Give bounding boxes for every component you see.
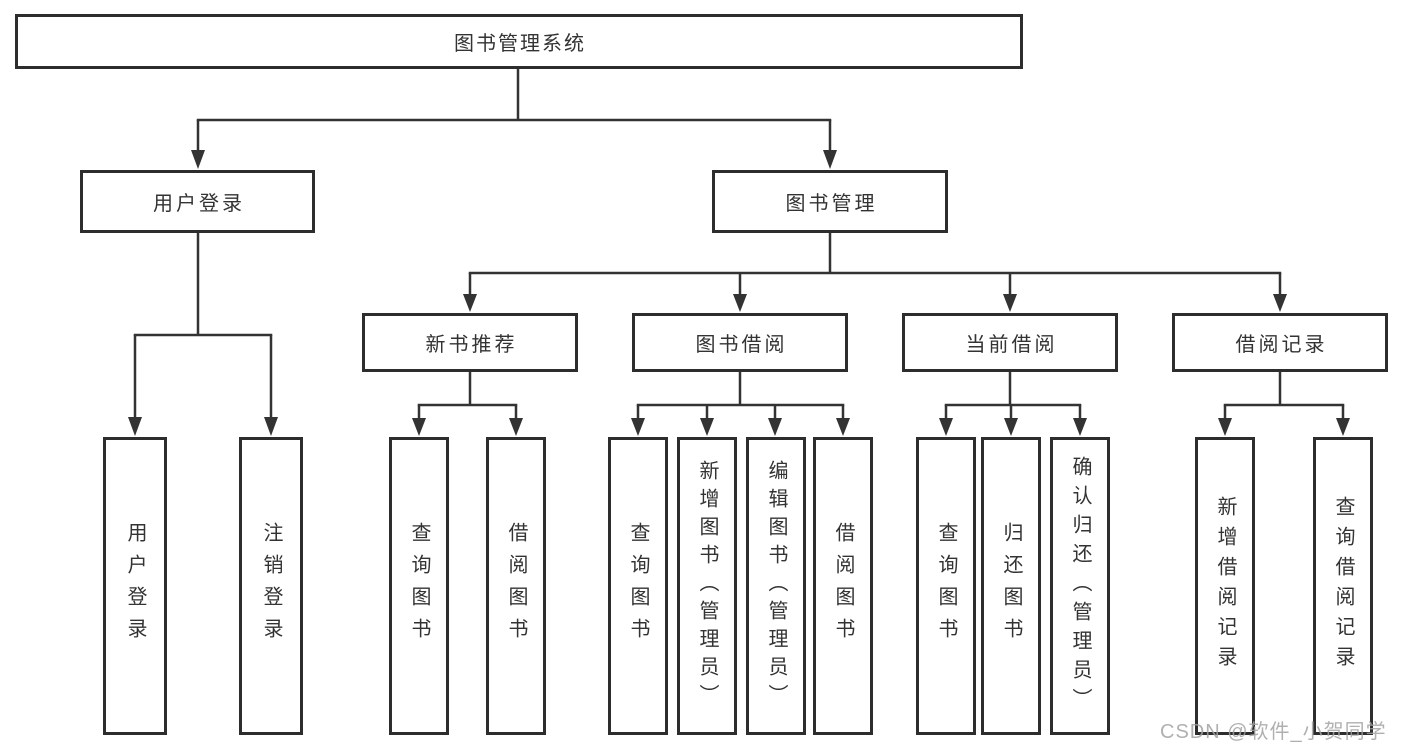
connector-book-mgmt-children <box>463 232 1287 312</box>
node-book-borrow-group-label: 图书借阅 <box>695 334 788 356</box>
node-root-label: 图书管理系统 <box>454 33 586 55</box>
leaf-record-query: 查询借阅记录 <box>1313 437 1373 735</box>
leaf-record-query-label: 查询借阅记录 <box>1332 496 1354 676</box>
node-book-mgmt-branch: 图书管理 <box>712 170 948 233</box>
node-book-borrow-group: 图书借阅 <box>632 313 848 372</box>
node-new-book-group: 新书推荐 <box>362 313 578 372</box>
csdn-watermark: CSDN @软件_小贺同学 <box>1160 721 1387 743</box>
leaf-newbook-borrow: 借阅图书 <box>486 437 546 735</box>
connector-root-to-branches <box>191 69 837 169</box>
leaf-borrow-query-label: 查询图书 <box>627 522 649 650</box>
node-current-borrow-group-label: 当前借阅 <box>965 334 1058 356</box>
leaf-user-login-label: 用户登录 <box>124 522 146 650</box>
node-new-book-group-label: 新书推荐 <box>425 334 518 356</box>
node-borrow-record-group: 借阅记录 <box>1172 313 1388 372</box>
node-user-login-branch: 用户登录 <box>80 170 315 233</box>
leaf-record-add: 新增借阅记录 <box>1195 437 1255 735</box>
leaf-logout: 注销登录 <box>239 437 303 735</box>
leaf-logout-label: 注销登录 <box>260 522 282 650</box>
leaf-current-query-label: 查询图书 <box>935 522 957 650</box>
connector-current-borrow-children <box>939 371 1087 436</box>
leaf-borrow-add-admin-label: 新增图书（管理员） <box>696 460 718 712</box>
leaf-newbook-query-label: 查询图书 <box>408 522 430 650</box>
leaf-current-return: 归还图书 <box>981 437 1041 735</box>
leaf-user-login: 用户登录 <box>103 437 167 735</box>
node-user-login-branch-label: 用户登录 <box>153 193 245 215</box>
leaf-borrow-edit-admin: 编辑图书（管理员） <box>746 437 806 735</box>
leaf-borrow-add-admin: 新增图书（管理员） <box>677 437 737 735</box>
leaf-current-confirm-admin-label: 确认归还（管理员） <box>1069 455 1091 717</box>
node-borrow-record-group-label: 借阅记录 <box>1235 334 1328 356</box>
leaf-borrow-edit-admin-label: 编辑图书（管理员） <box>765 460 787 712</box>
leaf-borrow-query: 查询图书 <box>608 437 668 735</box>
connector-new-book-children <box>412 371 523 436</box>
leaf-current-return-label: 归还图书 <box>1000 522 1022 650</box>
leaf-current-query: 查询图书 <box>916 437 976 735</box>
leaf-record-add-label: 新增借阅记录 <box>1214 496 1236 676</box>
leaf-newbook-borrow-label: 借阅图书 <box>505 522 527 650</box>
leaf-current-confirm-admin: 确认归还（管理员） <box>1050 437 1110 735</box>
connector-book-borrow-children <box>631 371 850 436</box>
node-root: 图书管理系统 <box>15 14 1023 69</box>
leaf-borrow-borrow: 借阅图书 <box>813 437 873 735</box>
node-current-borrow-group: 当前借阅 <box>902 313 1118 372</box>
connector-user-login-children <box>128 232 278 436</box>
leaf-newbook-query: 查询图书 <box>389 437 449 735</box>
leaf-borrow-borrow-label: 借阅图书 <box>832 522 854 650</box>
connector-borrow-record-children <box>1218 371 1350 436</box>
node-book-mgmt-branch-label: 图书管理 <box>785 193 878 215</box>
